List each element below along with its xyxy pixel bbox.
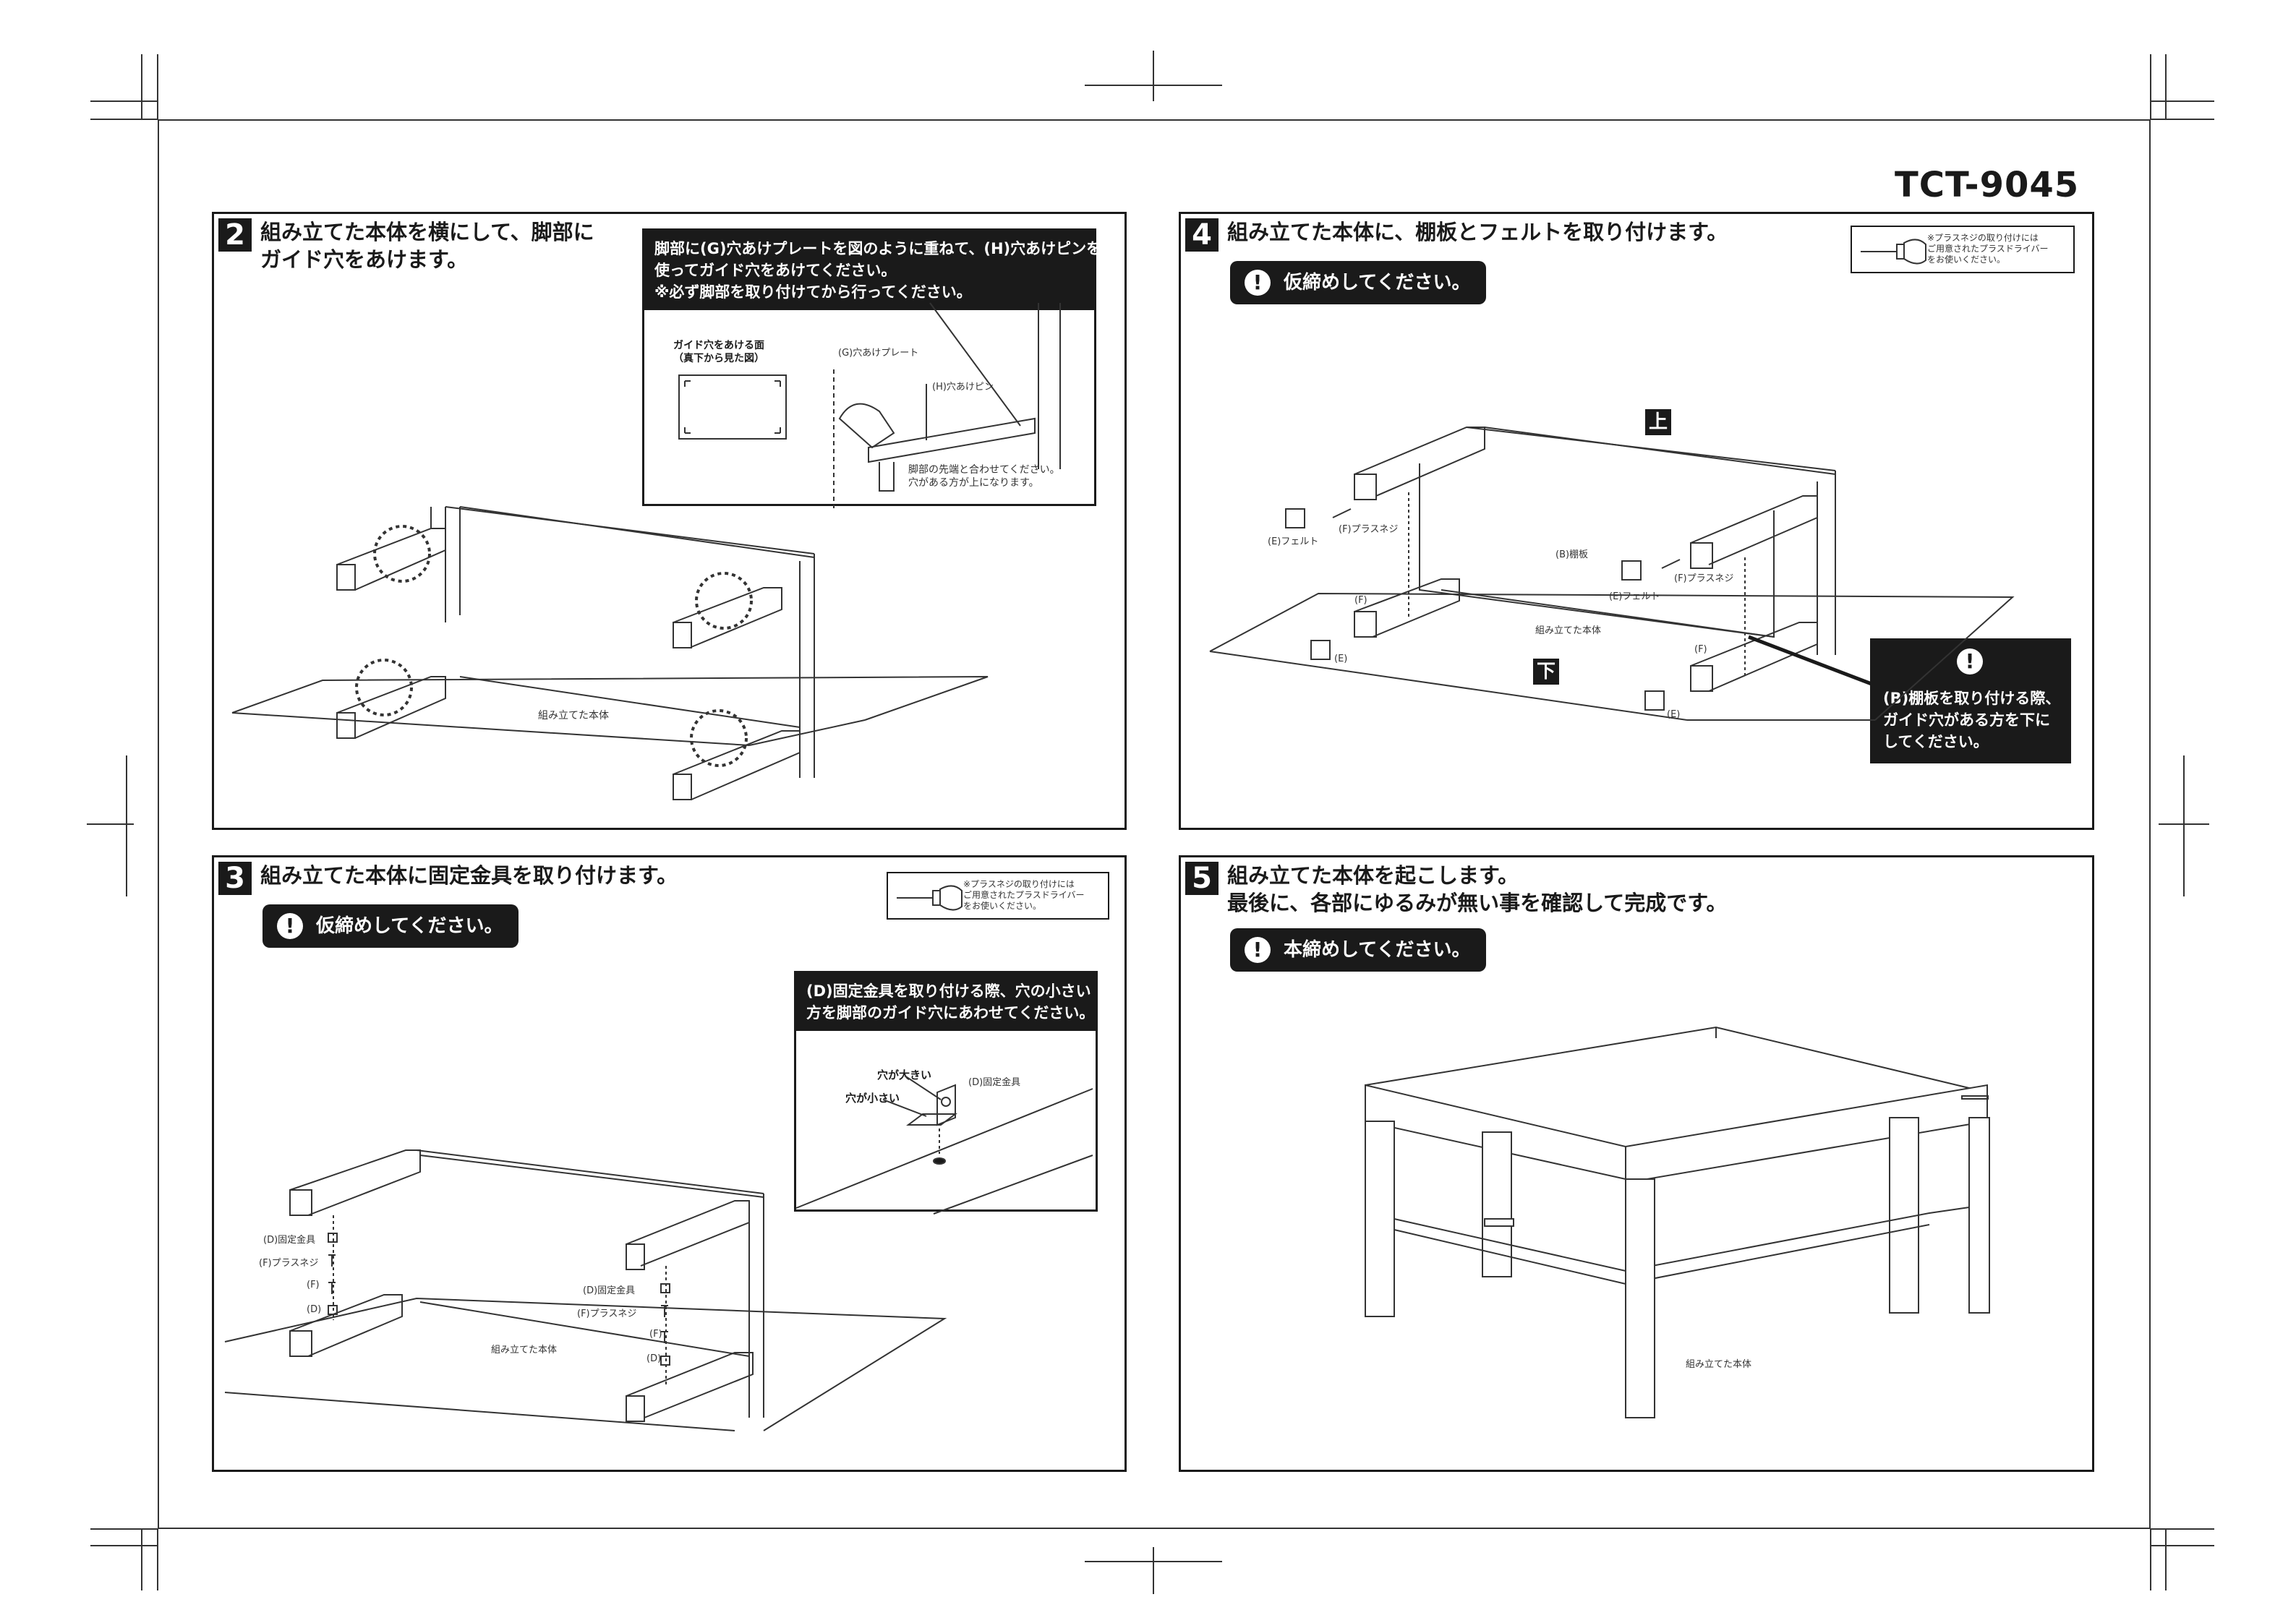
body-label: 組み立てた本体 [538, 710, 609, 721]
exclamation-icon: ! [1245, 270, 1271, 296]
e-label-left: (E) [1334, 654, 1348, 664]
warning-pill: ! 仮締めしてください。 [263, 904, 519, 948]
left-screw-label: (F)プラスネジ [259, 1258, 319, 1269]
felt-label-right: (E)フェルト [1609, 591, 1660, 602]
tip-text: ※プラスネジの取り付けには ご用意されたプラスドライバー をお使いください。 [1927, 233, 2049, 265]
warning-text: 仮締めしてください。 [1284, 272, 1471, 294]
screwdriver-tip: ※プラスネジの取り付けには ご用意されたプラスドライバー をお使いください。 [887, 872, 1109, 920]
guide-hole-note: 脚部に(G)穴あけプレートを図のように重ねて、(H)穴あけピンを 使ってガイド穴… [642, 228, 1101, 508]
screwdriver-icon [897, 885, 963, 911]
step-2-panel: 2 組み立てた本体を横にして、脚部に ガイド穴をあけます。 脚部に(G)穴あけプ… [212, 212, 1127, 830]
shelf-label: (B)棚板 [1555, 549, 1589, 560]
bracket-figure [795, 1075, 1093, 1215]
bracket-label: (D)固定金具 [968, 1077, 1021, 1088]
step-title: 組み立てた本体を起こします。 最後に、各部にゆるみが無い事を確認して完成です。 [1227, 863, 1728, 915]
guide-hole-figure [678, 302, 1061, 508]
screwdriver-icon [1861, 239, 1926, 265]
body-label: 組み立てた本体 [1686, 1359, 1752, 1370]
step-4-panel: 4 組み立てた本体に、棚板とフェルトを取り付けます。 ! 仮締めしてください。 … [1179, 212, 2094, 830]
note-text: (B)棚板を取り付ける際、 ガイド穴がある方を下に してください。 [1883, 690, 2061, 750]
f-label-right: (F) [1694, 644, 1707, 655]
left-d-label: (D) [307, 1304, 322, 1315]
step-2-illustration [231, 506, 989, 800]
body-label: 組み立てた本体 [491, 1345, 558, 1356]
tip-text: ※プラスネジの取り付けには ご用意されたプラスドライバー をお使いください。 [963, 879, 1085, 911]
plate-label: (G)穴あけプレート [838, 348, 919, 359]
body-label: 組み立てた本体 [1535, 625, 1602, 636]
screw-label-right: (F)プラスネジ [1674, 573, 1734, 584]
hole-big-label: 穴が大きい [877, 1069, 932, 1082]
felt-label-left: (E)フェルト [1268, 536, 1319, 547]
step-number: 2 [218, 218, 252, 252]
step-number: 4 [1185, 218, 1219, 252]
step-3-panel: 3 組み立てた本体に固定金具を取り付けます。 ! 仮締めしてください。 ※プラス… [212, 855, 1127, 1472]
right-screw-label: (F)プラスネジ [577, 1309, 637, 1319]
step-number: 3 [218, 862, 252, 895]
left-f-label: (F) [307, 1280, 320, 1290]
top-marker: 上 [1645, 409, 1671, 435]
step-title: 組み立てた本体を横にして、脚部に ガイド穴をあけます。 [260, 220, 594, 272]
step-5-panel: 5 組み立てた本体を起こします。 最後に、各部にゆるみが無い事を確認して完成です… [1179, 855, 2094, 1472]
shelf-note: ! (B)棚板を取り付ける際、 ガイド穴がある方を下に してください。 [1870, 638, 2071, 763]
right-f-label: (F) [649, 1329, 662, 1340]
f-label-left: (F) [1354, 595, 1367, 606]
step-3-illustration [224, 1149, 947, 1431]
pin-label: (H)穴あけピン [932, 382, 994, 393]
page-frame [158, 119, 2151, 1529]
left-bracket-label: (D)固定金具 [263, 1235, 316, 1246]
screw-label-left: (F)プラスネジ [1339, 524, 1399, 535]
warning-text: 本締めしてください。 [1284, 939, 1471, 961]
right-d-label: (D) [646, 1353, 662, 1364]
model-number: TCT-9045 [1895, 165, 2080, 205]
guide-face-label: ガイド穴をあける面 （真下から見た図） [673, 340, 764, 364]
step-5-illustration [1365, 1026, 1990, 1418]
warning-pill: ! 本締めしてください。 [1230, 928, 1487, 972]
step-4-illustration [1209, 427, 2015, 721]
bottom-marker: 下 [1533, 659, 1559, 685]
bracket-note: (D)固定金具を取り付ける際、穴の小さい 方を脚部のガイド穴にあわせてください。… [794, 971, 1098, 1215]
step-title: 組み立てた本体に固定金具を取り付けます。 [260, 863, 678, 888]
exclamation-icon: ! [1245, 937, 1271, 963]
exclamation-icon: ! [1957, 648, 1983, 675]
step-title: 組み立てた本体に、棚板とフェルトを取り付けます。 [1227, 220, 1728, 244]
exclamation-icon: ! [277, 913, 303, 939]
warning-pill: ! 仮締めしてください。 [1230, 261, 1487, 304]
step-number: 5 [1185, 862, 1219, 895]
note-header: (D)固定金具を取り付ける際、穴の小さい 方を脚部のガイド穴にあわせてください。 [796, 973, 1096, 1031]
screwdriver-tip: ※プラスネジの取り付けには ご用意されたプラスドライバー をお使いください。 [1851, 226, 2075, 273]
right-bracket-label: (D)固定金具 [583, 1285, 636, 1296]
warning-text: 仮締めしてください。 [316, 915, 503, 937]
note-header: 脚部に(G)穴あけプレートを図のように重ねて、(H)穴あけピンを 使ってガイド穴… [644, 231, 1101, 310]
align-note: 脚部の先端と合わせてください。 穴がある方が上になります。 [908, 464, 1060, 489]
